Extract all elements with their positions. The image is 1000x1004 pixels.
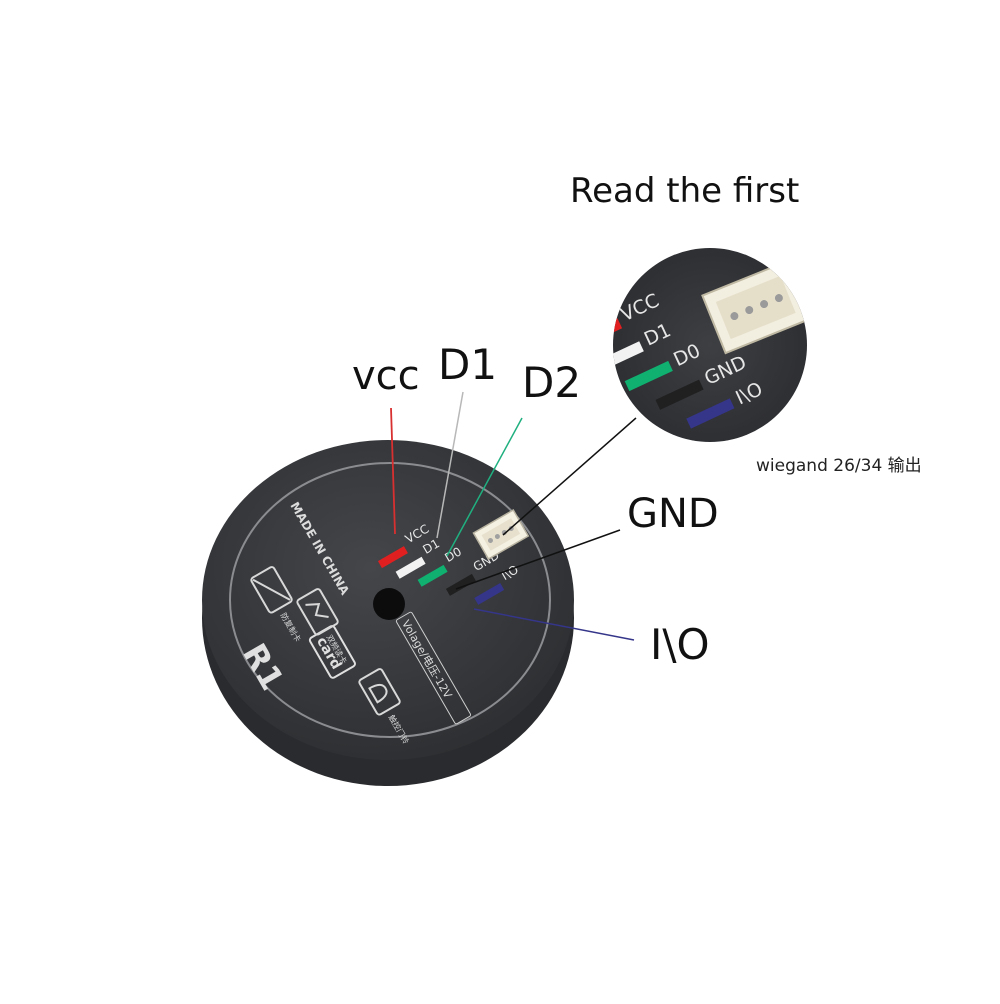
connector-leader (502, 417, 637, 536)
vcc-leader (390, 407, 396, 535)
inset-d0-strip (624, 360, 673, 392)
vcc-strip (377, 546, 408, 569)
wiegand-output-label: wiegand 26/34 输出 (756, 456, 922, 476)
inset-gnd-strip (655, 379, 704, 410)
gnd-strip (445, 573, 476, 596)
io-leader (473, 608, 635, 641)
inset-d1-strip (613, 341, 644, 369)
gnd-label: GND (627, 491, 719, 537)
d2-label: D2 (522, 358, 582, 407)
d1-label: D1 (438, 340, 498, 389)
leader-lines (390, 391, 637, 641)
vcc-label: vcc (352, 353, 420, 399)
d0-strip (417, 564, 448, 587)
diagram-title: Read the first (570, 171, 800, 211)
io-label: I\O (650, 620, 710, 669)
device-face-ring (229, 462, 551, 738)
device-connector (472, 508, 530, 561)
d1-leader (436, 391, 464, 539)
d1-strip (395, 556, 426, 579)
reader-device: VCC D1 D0 GND I\O MADE IN CHINA Volage/电… (202, 440, 574, 786)
inset-zoom: VCC D1 D0 GND I\O (613, 248, 807, 442)
gnd-leader (455, 529, 621, 590)
center-hole (373, 588, 405, 620)
inset-connector (701, 260, 807, 355)
voltage-frame (395, 611, 472, 725)
d2-leader (446, 417, 523, 557)
io-strip (474, 582, 505, 605)
inset-io-strip (686, 398, 735, 429)
